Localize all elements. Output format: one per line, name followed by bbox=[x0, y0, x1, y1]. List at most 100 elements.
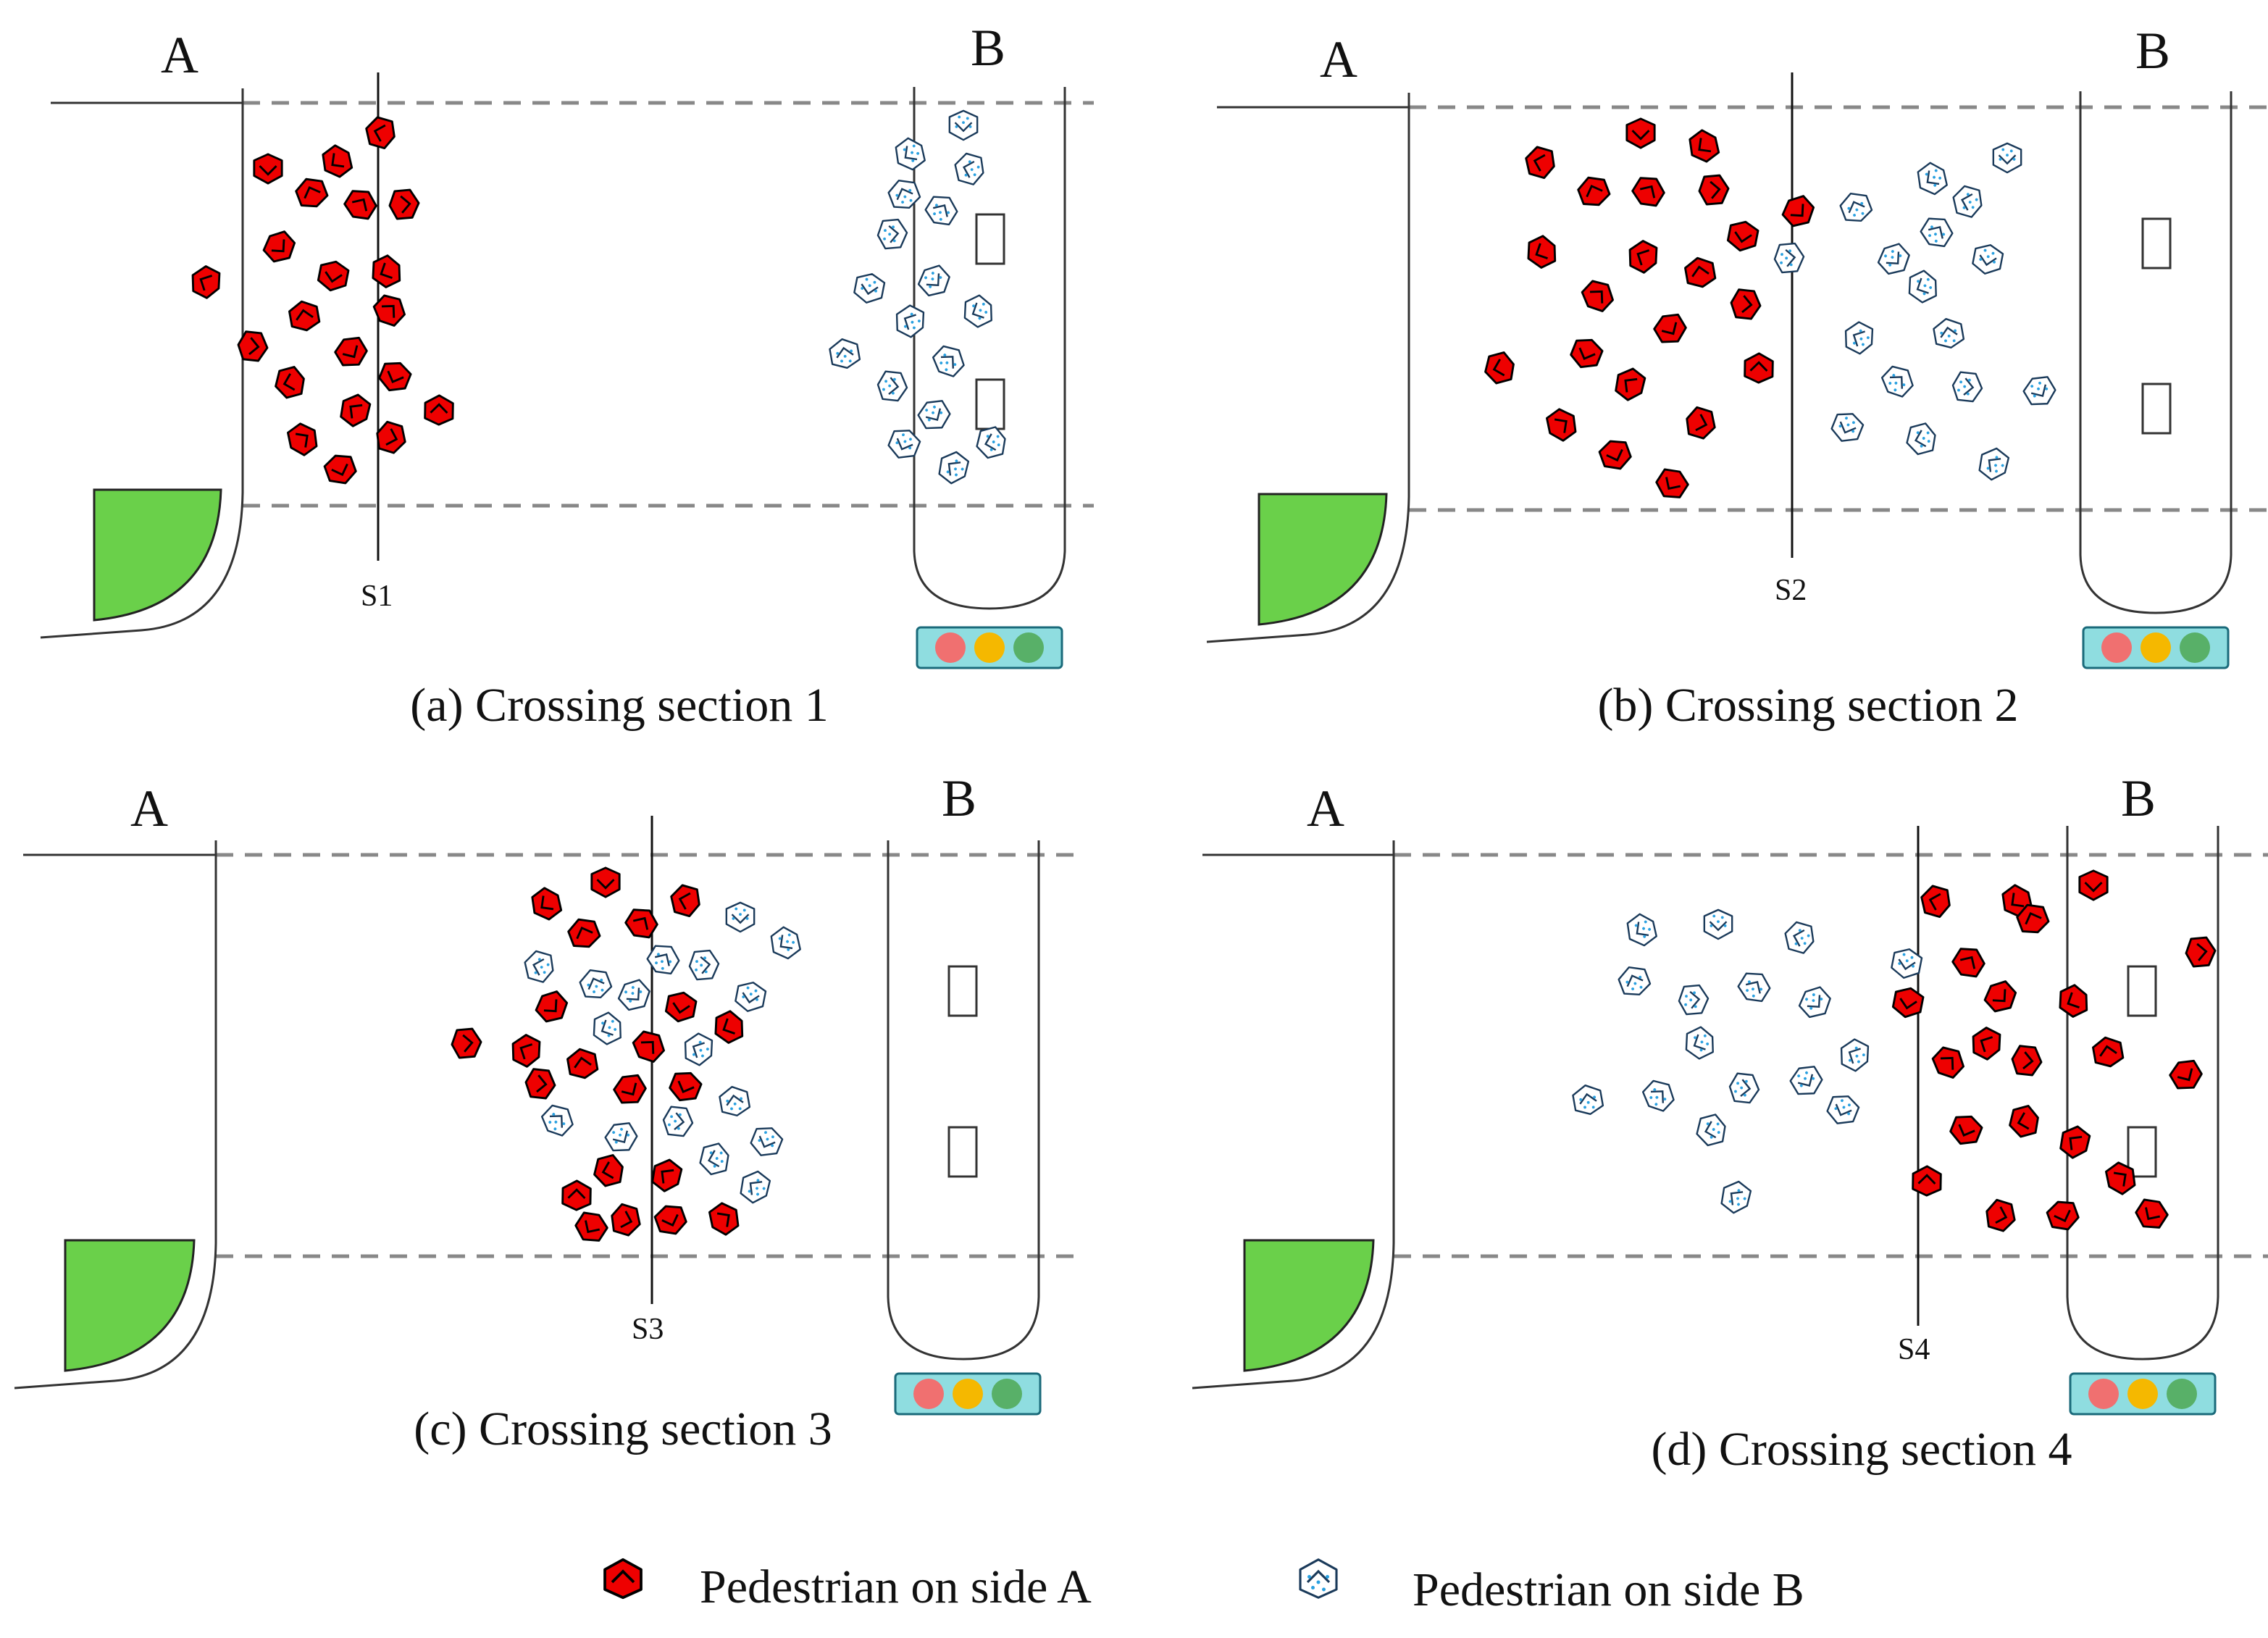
bollard bbox=[2141, 217, 2172, 269]
panel-b: A B S2 (b) Crossing section 2 bbox=[1206, 22, 2268, 732]
panel-caption: (d) Crossing section 4 bbox=[1651, 1423, 2072, 1476]
pedestrian-group bbox=[1481, 117, 2061, 505]
legend-ped-a-icon bbox=[603, 1558, 643, 1600]
curb-a bbox=[1206, 93, 1410, 643]
pedestrian-side-a-icon bbox=[2091, 1034, 2125, 1070]
pedestrian-side-a-icon bbox=[315, 141, 359, 183]
pedestrian-side-a-icon bbox=[1520, 143, 1560, 181]
signal-red-light bbox=[2101, 632, 2132, 663]
pedestrian-group bbox=[185, 109, 1010, 490]
pedestrian-side-a-icon bbox=[1946, 1110, 1985, 1150]
green-corner-island bbox=[64, 1239, 196, 1372]
pedestrian-side-a-icon bbox=[627, 1024, 671, 1068]
pedestrian-side-b-icon bbox=[601, 1116, 643, 1158]
pedestrian-side-a-icon bbox=[666, 1066, 705, 1107]
pedestrian-side-a-icon bbox=[2053, 1120, 2096, 1163]
pedestrian-side-b-icon bbox=[1902, 267, 1943, 307]
pedestrian-side-a-icon bbox=[570, 1206, 612, 1248]
pedestrian-side-a-icon bbox=[1682, 125, 1725, 167]
signal-green-light bbox=[992, 1379, 1022, 1409]
pedestrian-side-b-icon bbox=[1931, 315, 1966, 351]
pedestrian-side-a-icon bbox=[1651, 463, 1693, 505]
signal-green-light bbox=[1013, 632, 1044, 663]
pedestrian-side-b-icon bbox=[613, 974, 656, 1017]
pedestrian-side-b-icon bbox=[1780, 919, 1818, 956]
pedestrian-side-b-icon bbox=[734, 1166, 776, 1208]
green-corner-island bbox=[1243, 1239, 1375, 1372]
pedestrian-side-b-icon bbox=[948, 109, 979, 141]
pedestrian-side-a-icon bbox=[561, 1179, 593, 1212]
pedestrian-side-b-icon bbox=[921, 189, 963, 231]
pedestrian-side-a-icon bbox=[609, 1069, 651, 1111]
pedestrian-side-a-icon bbox=[281, 418, 325, 460]
pedestrian-side-a-icon bbox=[1696, 173, 1731, 206]
signal-yellow-light bbox=[2127, 1379, 2158, 1409]
pedestrian-side-a-icon bbox=[321, 449, 360, 490]
pedestrian-side-a-icon bbox=[361, 114, 400, 151]
pedestrian-side-a-icon bbox=[590, 866, 621, 898]
pedestrian-side-a-icon bbox=[2183, 935, 2218, 969]
pedestrian-side-b-icon bbox=[1615, 961, 1654, 1000]
pedestrian-side-b-icon bbox=[884, 424, 924, 464]
pedestrian-side-b-icon bbox=[1911, 158, 1953, 200]
pedestrian-side-a-icon bbox=[2005, 1103, 2043, 1140]
pedestrian-side-b-icon bbox=[661, 1105, 695, 1138]
pedestrian-side-a-icon bbox=[703, 1198, 746, 1240]
panel-d: A B S4 (d) Crossing section 4 bbox=[1192, 769, 2268, 1476]
pedestrian-side-a-icon bbox=[1681, 404, 1720, 442]
panel-caption: (b) Crossing section 2 bbox=[1597, 679, 2018, 732]
pedestrian-side-a-icon bbox=[2130, 1193, 2172, 1235]
panel-c: A B S3 (c) Crossing section 3 bbox=[14, 769, 1079, 1455]
pedestrian-side-a-icon bbox=[565, 1045, 600, 1082]
pedestrian-side-b-icon bbox=[1838, 317, 1879, 358]
pedestrian-side-a-icon bbox=[292, 172, 331, 213]
pedestrian-side-b-icon bbox=[889, 133, 931, 175]
pedestrian-side-b-icon bbox=[1679, 1023, 1720, 1064]
bollard bbox=[2127, 965, 2157, 1017]
pedestrian-side-b-icon bbox=[1992, 142, 2022, 174]
pedestrian-side-b-icon bbox=[827, 335, 862, 372]
pedestrian-side-a-icon bbox=[1608, 362, 1652, 406]
pedestrian-side-a-icon bbox=[1628, 170, 1670, 212]
pedestrian-side-b-icon bbox=[587, 1008, 627, 1049]
pedestrian-side-b-icon bbox=[536, 1098, 579, 1142]
pedestrian-side-a-icon bbox=[253, 153, 283, 185]
pedestrian-side-a-icon bbox=[333, 388, 377, 432]
pedestrian-side-b-icon bbox=[1733, 966, 1775, 1008]
section-label: S3 bbox=[632, 1313, 664, 1346]
pedestrian-side-a-icon bbox=[315, 258, 351, 294]
pedestrian-side-a-icon bbox=[523, 1067, 558, 1100]
pedestrian-side-a-icon bbox=[1481, 349, 1518, 387]
refuge-island bbox=[2079, 91, 2233, 614]
pedestrian-side-a-icon bbox=[1981, 1197, 2020, 1234]
pedestrian-side-b-icon bbox=[1823, 1090, 1862, 1130]
signal-yellow-light bbox=[2141, 632, 2171, 663]
bollard bbox=[947, 1126, 978, 1178]
pedestrian-side-a-icon bbox=[1890, 985, 1926, 1021]
pedestrian-side-b-icon bbox=[1916, 211, 1958, 253]
pedestrian-side-a-icon bbox=[258, 225, 301, 269]
pedestrian-side-b-icon bbox=[1794, 981, 1837, 1024]
pedestrian-side-b-icon bbox=[1902, 420, 1940, 458]
pedestrian-side-b-icon bbox=[733, 979, 768, 1015]
pedestrian-side-b-icon bbox=[852, 270, 887, 306]
green-corner-island bbox=[1258, 493, 1388, 626]
pedestrian-side-b-icon bbox=[890, 301, 930, 341]
pedestrian-side-a-icon bbox=[185, 262, 227, 302]
signal-green-light bbox=[2180, 632, 2210, 663]
pedestrian-side-b-icon bbox=[1703, 908, 1733, 940]
section-label: S4 bbox=[1898, 1333, 1930, 1366]
pedestrian-group bbox=[449, 866, 806, 1248]
section-label: S1 bbox=[361, 580, 393, 613]
pedestrian-side-a-icon bbox=[590, 1152, 627, 1190]
pedestrian-side-a-icon bbox=[387, 188, 422, 221]
pedestrian-side-b-icon bbox=[875, 217, 910, 251]
pedestrian-side-a-icon bbox=[524, 883, 568, 925]
pedestrian-side-a-icon bbox=[530, 985, 574, 1029]
pedestrian-side-b-icon bbox=[1970, 241, 2005, 277]
signal-yellow-light bbox=[974, 632, 1005, 663]
pedestrian-side-b-icon bbox=[932, 446, 974, 488]
signal-red-light bbox=[913, 1379, 944, 1409]
legend-ped-b-icon bbox=[1299, 1558, 1338, 1599]
pedestrian-side-a-icon bbox=[330, 331, 372, 373]
